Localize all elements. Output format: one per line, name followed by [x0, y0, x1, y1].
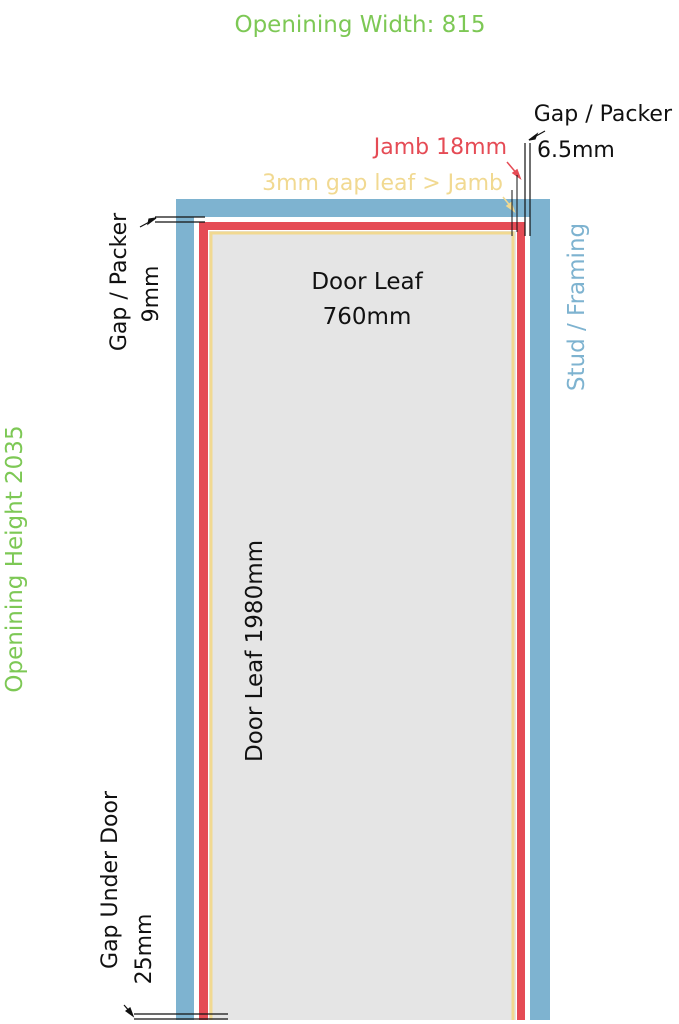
gap-leaf-line	[209, 231, 515, 1020]
opening-height-label: Openining Height 2035	[2, 425, 28, 692]
door-leaf	[209, 231, 516, 1020]
gap-packer-right-leader	[524, 130, 546, 236]
door-leaf-width-line2: 760mm	[323, 304, 412, 330]
door-leaf-height-label: Door Leaf 1980mm	[242, 540, 268, 762]
gap-packer-left-leader	[139, 216, 205, 228]
door-leaf-width-line1: Door Leaf	[311, 269, 423, 295]
gap-packer-right-line2: 6.5mm	[537, 138, 615, 163]
gap-under-door-line2: 25mm	[132, 914, 157, 985]
opening-width-label: Openining Width: 815	[234, 12, 485, 38]
gap-packer-right-line1: Gap / Packer	[534, 102, 673, 127]
gap-leaf-leader	[502, 190, 516, 236]
jamb-leader	[506, 161, 522, 232]
gap-leaf-label: 3mm gap leaf > Jamb	[262, 171, 503, 196]
gap-under-door-leader	[123, 1004, 228, 1020]
stud-framing-label: Stud / Framing	[564, 223, 590, 391]
jamb-label: Jamb 18mm	[372, 135, 507, 160]
gap-under-door-line1: Gap Under Door	[98, 790, 123, 969]
gap-packer-left-line2: 9mm	[139, 266, 164, 323]
gap-packer-left-line1: Gap / Packer	[107, 212, 132, 351]
